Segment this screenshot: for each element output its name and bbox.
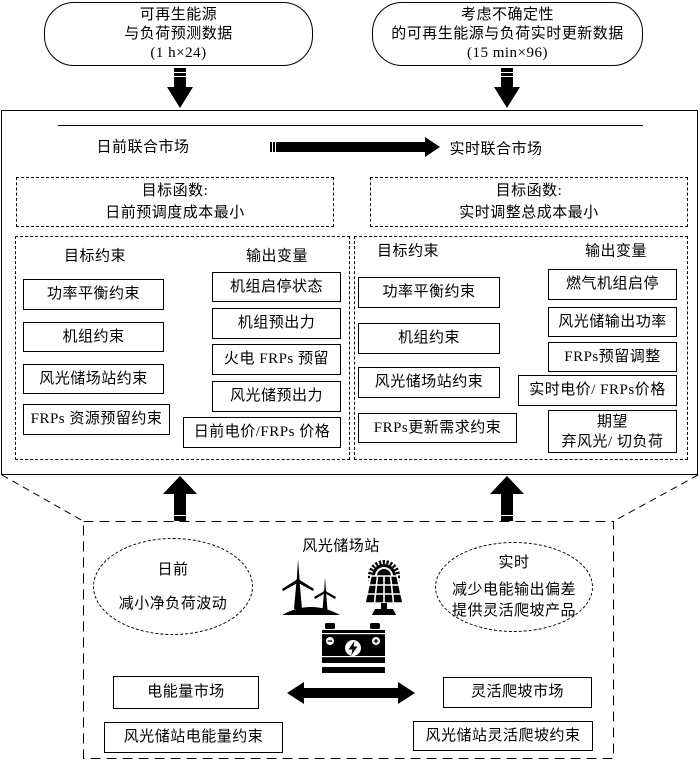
real-time-constraints-header: 目标约束 [376, 243, 440, 260]
real-time-outputs-header: 输出变量 [584, 243, 648, 260]
real-time-output-prices: 实时电价/ FRPs价格 [518, 375, 677, 406]
day-ahead-output-unit-pre-dispatch: 机组预出力 [212, 308, 341, 339]
station-label: 风光储场站 [302, 538, 380, 555]
goal-title: 日前 [157, 561, 189, 578]
output-line: FRPs预留调整 [564, 348, 661, 365]
real-time-objective-box: 目标函数: 实时调整总成本最小 [370, 177, 688, 227]
day-ahead-constraint-unit: 机组约束 [23, 322, 164, 352]
header-rule [58, 125, 643, 126]
real-time-constraint-panel [354, 236, 688, 460]
day-ahead-constraint-panel [15, 236, 350, 460]
real-time-constraint-power-balance: 功率平衡约束 [358, 277, 500, 308]
goal-line: 减小净负荷波动 [118, 595, 228, 612]
real-time-constraint-wind-solar-storage: 风光储场站约束 [358, 367, 500, 398]
output-line: 弃风光/ 切负荷 [561, 433, 664, 450]
up-arrow-left [163, 476, 197, 521]
energy-constraint-box: 风光储站电能量约束 [104, 722, 283, 753]
real-time-output-gas-unit-commitment: 燃气机组启停 [548, 269, 677, 300]
input-line: (15 min×96) [466, 44, 549, 61]
left-diagonal-connector [1, 474, 84, 522]
real-time-market-title: 实时联合市场 [449, 141, 543, 158]
input-line: 考虑不确定性 [460, 6, 554, 23]
real-time-output-expected-curtailment: 期望 弃风光/ 切负荷 [548, 410, 677, 453]
day-ahead-constraint-power-balance: 功率平衡约束 [23, 279, 164, 310]
objective-title: 目标函数: [141, 183, 209, 199]
objective-title: 目标函数: [495, 183, 563, 199]
real-time-output-wss-power: 风光储输出功率 [548, 307, 677, 337]
input-line: 的可再生能源与负荷实时更新数据 [391, 25, 624, 42]
battery-icon [322, 623, 385, 673]
solar-panel-icon [364, 560, 404, 615]
down-arrow-right [494, 68, 520, 108]
right-diagonal-connector [613, 474, 699, 522]
real-time-update-input-box: 考虑不确定性 的可再生能源与负荷实时更新数据 (15 min×96) [372, 2, 643, 66]
up-arrow-right [490, 476, 524, 521]
input-line: (1 h×24) [150, 44, 207, 61]
day-ahead-output-unit-commitment: 机组启停状态 [212, 272, 341, 302]
day-ahead-outputs-header: 输出变量 [245, 248, 309, 265]
output-line: 风光储输出功率 [558, 313, 667, 330]
real-time-constraint-frp-update: FRPs更新需求约束 [358, 413, 517, 443]
down-arrow-left [167, 68, 193, 108]
objective-text: 实时调整总成本最小 [459, 205, 599, 221]
day-ahead-output-thermal-frp-reserve: 火电 FRPs 预留 [212, 344, 341, 375]
ramp-constraint-box: 风光储站灵活爬坡约束 [413, 721, 593, 751]
day-ahead-objective-box: 目标函数: 日前预调度成本最小 [16, 177, 334, 227]
goal-title: 实时 [498, 554, 530, 571]
input-line: 与负荷预测数据 [124, 25, 233, 42]
day-ahead-constraint-wind-solar-storage: 风光储场站约束 [23, 364, 164, 394]
ramp-market-box: 灵活爬坡市场 [443, 677, 592, 708]
output-line: 实时电价/ FRPs价格 [529, 382, 666, 398]
real-time-goal-ellipse: 实时 减少电能输出偏差 提供灵活爬坡产品 [435, 542, 593, 632]
goal-line: 减少电能输出偏差 [451, 581, 576, 598]
goal-line: 提供灵活爬坡产品 [451, 602, 576, 619]
day-ahead-output-prices: 日前电价/FRPs 价格 [183, 417, 341, 448]
input-line: 可再生能源 [139, 6, 218, 23]
real-time-output-frp-adjust: FRPs预留调整 [548, 342, 677, 372]
wind-turbine-icon [282, 559, 340, 615]
energy-market-box: 电能量市场 [113, 676, 259, 709]
market-interaction-double-arrow [287, 682, 415, 704]
day-ahead-output-wss-pre-dispatch: 风光储预出力 [212, 381, 341, 412]
objective-text: 日前预调度成本最小 [105, 205, 245, 221]
real-time-constraint-unit: 机组约束 [358, 323, 500, 354]
day-ahead-forecast-input-box: 可再生能源 与负荷预测数据 (1 h×24) [44, 2, 313, 66]
day-ahead-market-title: 日前联合市场 [96, 139, 190, 156]
output-line: 期望 [596, 413, 628, 430]
day-ahead-constraints-header: 目标约束 [63, 248, 127, 265]
output-line: 燃气机组启停 [565, 276, 659, 292]
day-ahead-constraint-frp-reserve: FRPs 资源预留约束 [23, 404, 170, 435]
day-ahead-goal-ellipse: 日前 减小净负荷波动 [93, 538, 253, 635]
